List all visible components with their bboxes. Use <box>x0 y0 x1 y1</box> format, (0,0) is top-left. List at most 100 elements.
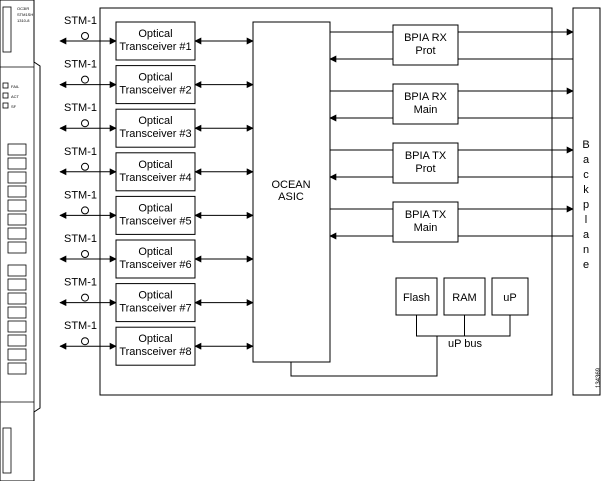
ram-label: RAM <box>452 292 476 304</box>
bpia-block <box>392 201 459 243</box>
backplane-letter: l <box>585 214 587 226</box>
transceiver-label-line-1: Optical <box>138 115 172 127</box>
faceplate-connector <box>7 213 27 226</box>
faceplate-connector <box>7 157 27 170</box>
faceplate-connector <box>7 227 27 240</box>
flash-block <box>395 277 438 316</box>
asic-label-line-2: ASIC <box>278 191 304 203</box>
up-block <box>491 277 529 316</box>
transceiver-label-line-2: Transceiver #4 <box>119 172 191 184</box>
transceiver-label-line-2: Transceiver #1 <box>119 41 191 53</box>
ocean-asic-block <box>252 21 331 363</box>
module-boundary <box>99 7 553 396</box>
backplane-letter: n <box>583 244 589 256</box>
transceiver-block <box>115 239 196 279</box>
optical-connector-icon <box>81 119 89 128</box>
processor-subsystem: Flash RAM uP uP bus <box>290 277 529 377</box>
transceiver-label-line-1: Optical <box>138 72 172 84</box>
transceiver-label-line-2: Transceiver #3 <box>119 128 191 140</box>
backplane-letter: a <box>583 154 590 166</box>
bpia-label-line-1: BPIA TX <box>405 209 447 221</box>
backplane-letter: c <box>583 169 589 181</box>
transceiver-label-line-1: Optical <box>138 246 172 258</box>
backplane-letter: p <box>583 199 589 211</box>
transceiver-label-line-2: Transceiver #7 <box>119 303 191 315</box>
faceplate-connector <box>7 143 27 156</box>
flash-label: Flash <box>403 292 430 304</box>
backplane-letter: e <box>583 259 589 271</box>
faceplate-connector <box>7 171 27 184</box>
led-sf-indicator <box>2 102 9 109</box>
led-act-indicator <box>2 92 9 99</box>
bpia-block <box>392 142 459 184</box>
bpia-label-line-2: Main <box>414 104 438 116</box>
faceplate-connector <box>7 292 27 305</box>
bpia-label-line-2: Prot <box>415 163 435 175</box>
port-label: STM-1 <box>64 15 97 27</box>
optical-connector-icon <box>81 162 89 171</box>
bpia-label-line-1: BPIA RX <box>404 91 447 103</box>
transceiver-label-line-2: Transceiver #6 <box>119 259 191 271</box>
card-label-line-3: 1310-8 <box>17 18 30 23</box>
up-label: uP <box>503 292 516 304</box>
bpia-label-line-2: Prot <box>415 45 435 57</box>
transceiver-block <box>115 152 196 192</box>
port-label: STM-1 <box>64 233 97 245</box>
backplane-block <box>572 7 601 396</box>
transceiver-label-line-1: Optical <box>138 290 172 302</box>
optical-connector-icon <box>81 206 89 215</box>
asic-to-bus-line <box>290 336 438 377</box>
connector-bank-upper <box>7 143 27 254</box>
faceplate-connector <box>7 348 27 361</box>
faceplate-connector <box>7 199 27 212</box>
line-card-faceplate <box>0 0 41 481</box>
transceiver-label-line-1: Optical <box>138 333 172 345</box>
status-leds: FAIL ACT SF <box>2 82 20 109</box>
transceiver-block <box>115 326 196 366</box>
port-label: STM-1 <box>64 146 97 158</box>
figure-id: 134369 <box>596 367 602 388</box>
transceiver-block <box>115 195 196 235</box>
led-act-label: ACT <box>11 94 20 99</box>
faceplate-connector <box>7 185 27 198</box>
port-label: STM-1 <box>64 277 97 289</box>
up-bus-label: uP bus <box>448 338 483 350</box>
bpia-label-line-1: BPIA RX <box>404 32 447 44</box>
bpia-label-line-2: Main <box>414 222 438 234</box>
led-sf-label: SF <box>11 104 17 109</box>
led-fail-indicator <box>2 82 9 89</box>
port-label: STM-1 <box>64 102 97 114</box>
faceplate-connector <box>7 362 27 375</box>
transceiver-label-line-2: Transceiver #8 <box>119 346 191 358</box>
optical-connector-icon <box>81 250 89 258</box>
asic-label-line-1: OCEAN <box>271 179 310 191</box>
port-label: STM-1 <box>64 320 97 332</box>
faceplate-connector <box>7 306 27 319</box>
transceiver-label-line-2: Transceiver #5 <box>119 215 191 227</box>
port-label: STM-1 <box>64 189 97 201</box>
connector-bank-lower <box>7 264 27 375</box>
optical-connector-icon <box>81 337 89 346</box>
backplane-letter: B <box>582 139 589 151</box>
backplane-letter: a <box>583 229 590 241</box>
transceiver-block <box>115 21 196 61</box>
transceiver-label-line-1: Optical <box>138 202 172 214</box>
optical-connector-icon <box>81 293 89 302</box>
faceplate-connector <box>7 320 27 333</box>
card-label-line-2: STM1SH <box>17 12 33 17</box>
card-label-line-1: OC3IR <box>17 6 29 11</box>
